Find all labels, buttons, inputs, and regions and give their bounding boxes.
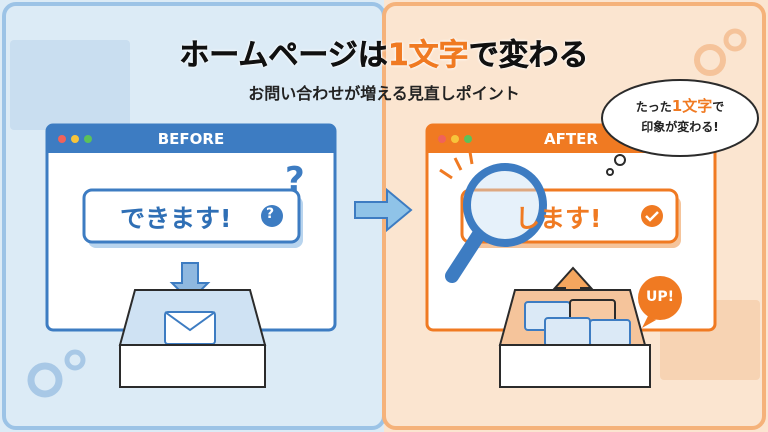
cloud-text: たった1文字で 印象が変わる!	[635, 97, 725, 134]
check-circle-icon	[641, 205, 663, 227]
up-badge	[638, 276, 682, 320]
gear-icon	[27, 362, 63, 398]
subtitle: お問い合わせが増える見直しポイント	[248, 84, 520, 103]
sparkle-lines	[439, 151, 474, 180]
envelope-icon	[589, 319, 631, 347]
gear-icon	[694, 44, 726, 76]
after-button-text: します!	[515, 204, 602, 233]
magnifier-icon	[445, 163, 547, 283]
envelope-icon	[544, 317, 591, 347]
speech-cloud	[601, 79, 759, 176]
inbox-tray-full	[498, 289, 651, 388]
up-badge-text: UP!	[645, 289, 674, 305]
gear-icon	[723, 28, 747, 52]
after-label: AFTER	[544, 130, 598, 148]
before-button-text: できます!	[120, 204, 232, 233]
gear-icon	[64, 349, 86, 371]
before-window	[45, 123, 337, 332]
arrow-right-icon	[354, 187, 413, 233]
page-title: ホームページは1文字で変わる	[179, 38, 589, 74]
inbox-tray	[118, 289, 267, 388]
bg-window-decoration	[10, 40, 130, 130]
question-badge: ?	[266, 206, 275, 222]
question-mark: ?	[285, 160, 305, 200]
before-label: BEFORE	[157, 130, 225, 148]
question-circle-icon	[261, 205, 283, 227]
